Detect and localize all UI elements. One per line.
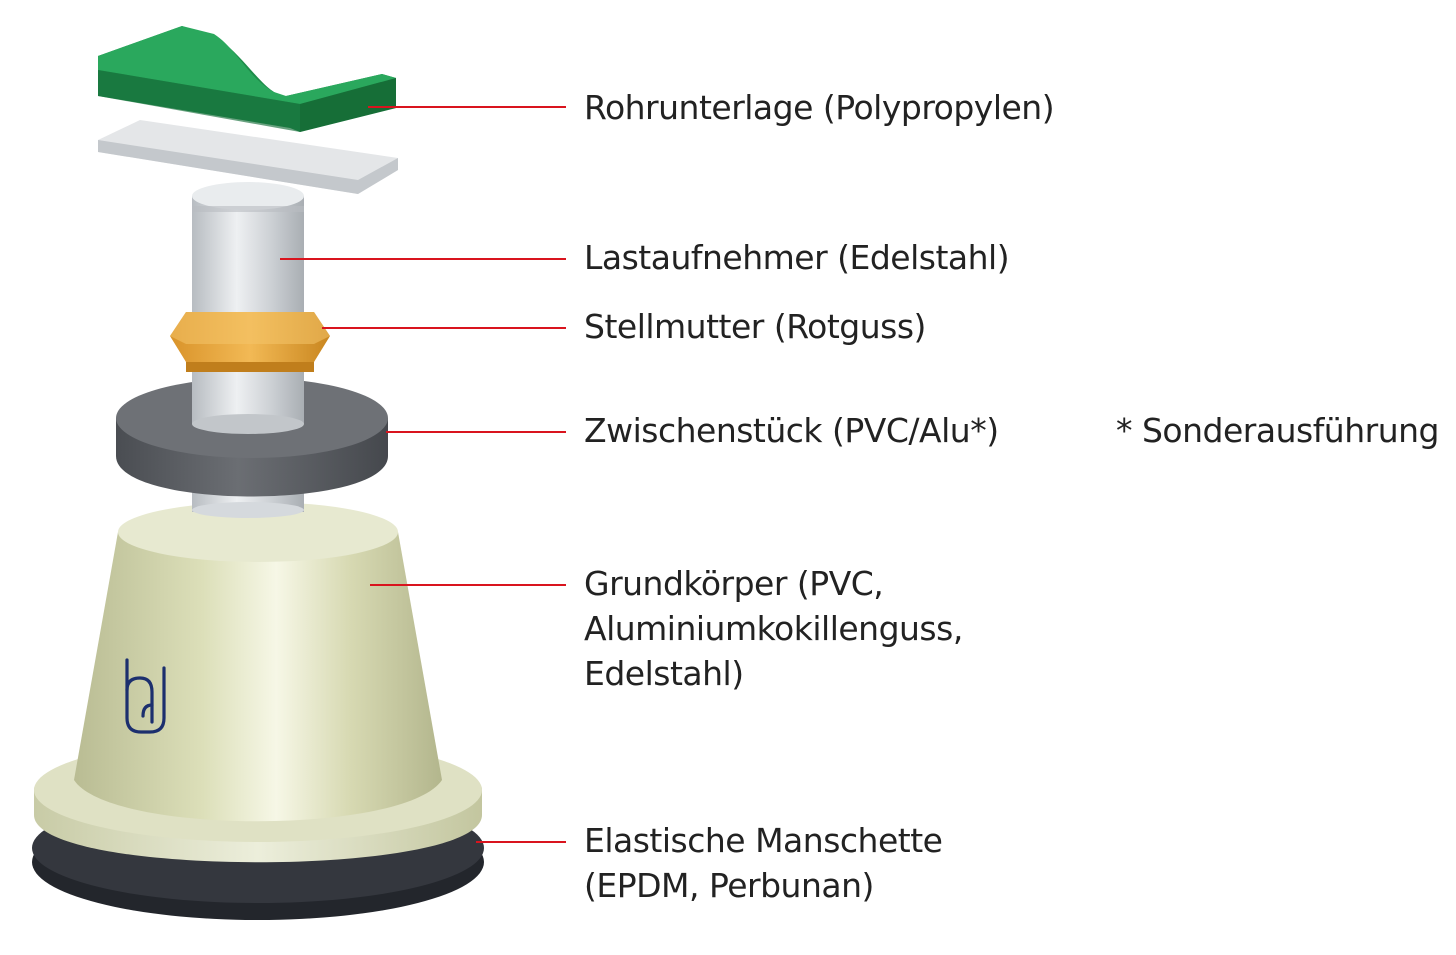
manufacturer-logo bbox=[125, 658, 166, 734]
label-stellmutter: Stellmutter (Rotguss) bbox=[584, 307, 926, 346]
label-zwischenstueck: Zwischenstück (PVC/Alu*) bbox=[584, 411, 999, 450]
label-manschette: Elastische Manschette (EPDM, Perbunan) bbox=[584, 821, 943, 905]
leader-line-stellmutter bbox=[322, 327, 566, 330]
leader-line-manschette bbox=[476, 841, 566, 844]
base-body-cone bbox=[74, 502, 442, 822]
label-rohrunterlage: Rohrunterlage (Polypropylen) bbox=[584, 88, 1055, 127]
pipe-support-part bbox=[98, 26, 396, 132]
footnote-special-version: * Sonderausführung bbox=[1116, 411, 1439, 450]
leader-line-grundkoerper bbox=[370, 584, 566, 587]
label-grundkoerper: Grundkörper (PVC, Aluminiumkokillenguss,… bbox=[584, 564, 963, 693]
support-plate-part bbox=[98, 120, 398, 194]
leader-line-zwischenstueck bbox=[386, 431, 566, 434]
leader-line-rohrunterlage bbox=[368, 106, 566, 109]
load-bearer-part bbox=[192, 182, 304, 434]
label-lastaufnehmer: Lastaufnehmer (Edelstahl) bbox=[584, 238, 1010, 277]
leader-line-lastaufnehmer bbox=[280, 258, 566, 261]
adjusting-nut-part bbox=[170, 312, 330, 372]
